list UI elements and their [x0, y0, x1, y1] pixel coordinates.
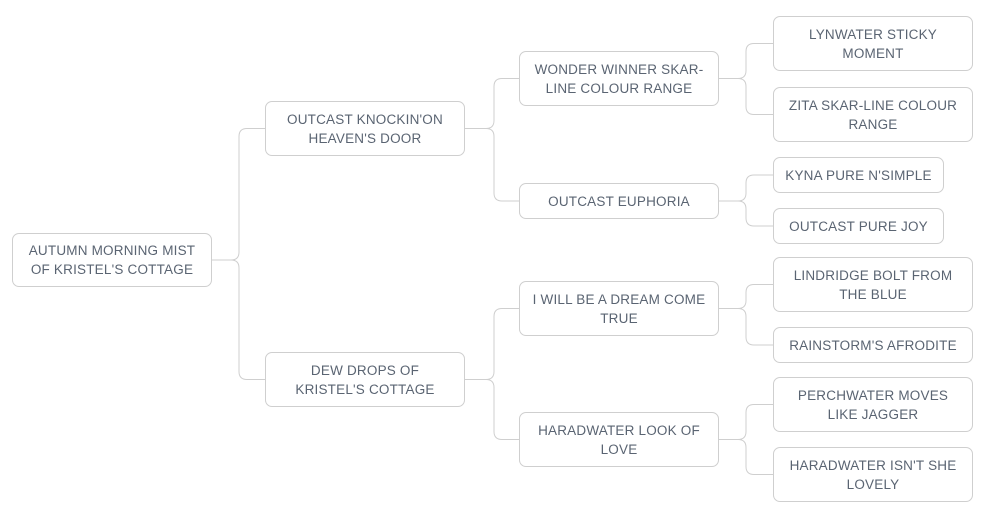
pedigree-node-label: I WILL BE A DREAM COME TRUE — [532, 291, 706, 326]
pedigree-node-label: RAINSTORM'S AFRODITE — [789, 337, 957, 353]
pedigree-node-dam[interactable]: DEW DROPS OF KRISTEL'S COTTAGE — [265, 352, 465, 407]
connector-root-to-sire — [212, 128, 265, 261]
pedigree-node-dam-sire[interactable]: I WILL BE A DREAM COME TRUE — [519, 281, 719, 336]
connector-dam-to-dam-dam — [465, 379, 519, 440]
pedigree-node-ss-dam[interactable]: ZITA SKAR-LINE COLOUR RANGE — [773, 87, 973, 142]
pedigree-node-label: AUTUMN MORNING MIST OF KRISTEL'S COTTAGE — [28, 243, 196, 277]
connector-dam-sire-to-ds-sire — [719, 284, 773, 309]
pedigree-node-label: LINDRIDGE BOLT FROM THE BLUE — [793, 267, 953, 302]
connector-sire-to-sire-sire — [465, 78, 519, 129]
pedigree-node-label: DEW DROPS OF KRISTEL'S COTTAGE — [295, 362, 435, 397]
pedigree-node-sd-dam[interactable]: OUTCAST PURE JOY — [773, 208, 944, 244]
connector-dam-dam-to-dd-dam — [719, 439, 773, 475]
pedigree-node-sire-sire[interactable]: WONDER WINNER SKAR-LINE COLOUR RANGE — [519, 51, 719, 106]
pedigree-node-label: WONDER WINNER SKAR-LINE COLOUR RANGE — [534, 61, 704, 96]
pedigree-node-label: PERCHWATER MOVES LIKE JAGGER — [797, 387, 949, 422]
pedigree-node-sire[interactable]: OUTCAST KNOCKIN'ON HEAVEN'S DOOR — [265, 101, 465, 156]
connector-root-to-dam — [212, 259, 265, 380]
pedigree-node-label: HARADWATER LOOK OF LOVE — [538, 422, 700, 457]
pedigree-node-label: OUTCAST PURE JOY — [789, 218, 928, 234]
connector-dam-dam-to-dd-sire — [719, 404, 773, 440]
pedigree-node-label: ZITA SKAR-LINE COLOUR RANGE — [788, 97, 958, 132]
pedigree-node-label: KYNA PURE N'SIMPLE — [785, 167, 932, 183]
connector-sire-dam-to-sd-dam — [719, 200, 773, 227]
pedigree-node-label: OUTCAST KNOCKIN'ON HEAVEN'S DOOR — [287, 111, 443, 146]
pedigree-node-dd-sire[interactable]: PERCHWATER MOVES LIKE JAGGER — [773, 377, 973, 432]
connector-sire-to-sire-dam — [465, 128, 519, 202]
pedigree-node-label: OUTCAST EUPHORIA — [548, 193, 690, 209]
pedigree-node-ds-dam[interactable]: RAINSTORM'S AFRODITE — [773, 327, 973, 363]
pedigree-node-dam-dam[interactable]: HARADWATER LOOK OF LOVE — [519, 412, 719, 467]
pedigree-node-dd-dam[interactable]: HARADWATER ISN'T SHE LOVELY — [773, 447, 973, 502]
connector-sire-sire-to-ss-dam — [719, 78, 773, 115]
connector-dam-to-dam-sire — [465, 308, 519, 380]
pedigree-node-label: HARADWATER ISN'T SHE LOVELY — [789, 457, 957, 492]
connector-dam-sire-to-ds-dam — [719, 308, 773, 346]
pedigree-node-ss-sire[interactable]: LYNWATER STICKY MOMENT — [773, 16, 973, 71]
connector-sire-dam-to-sd-sire — [719, 174, 773, 202]
pedigree-node-label: LYNWATER STICKY MOMENT — [808, 26, 937, 61]
pedigree-node-root[interactable]: AUTUMN MORNING MIST OF KRISTEL'S COTTAGE — [12, 233, 212, 287]
connector-sire-sire-to-ss-sire — [719, 43, 773, 79]
pedigree-node-ds-sire[interactable]: LINDRIDGE BOLT FROM THE BLUE — [773, 257, 973, 312]
pedigree-node-sire-dam[interactable]: OUTCAST EUPHORIA — [519, 183, 719, 219]
pedigree-node-sd-sire[interactable]: KYNA PURE N'SIMPLE — [773, 157, 944, 193]
